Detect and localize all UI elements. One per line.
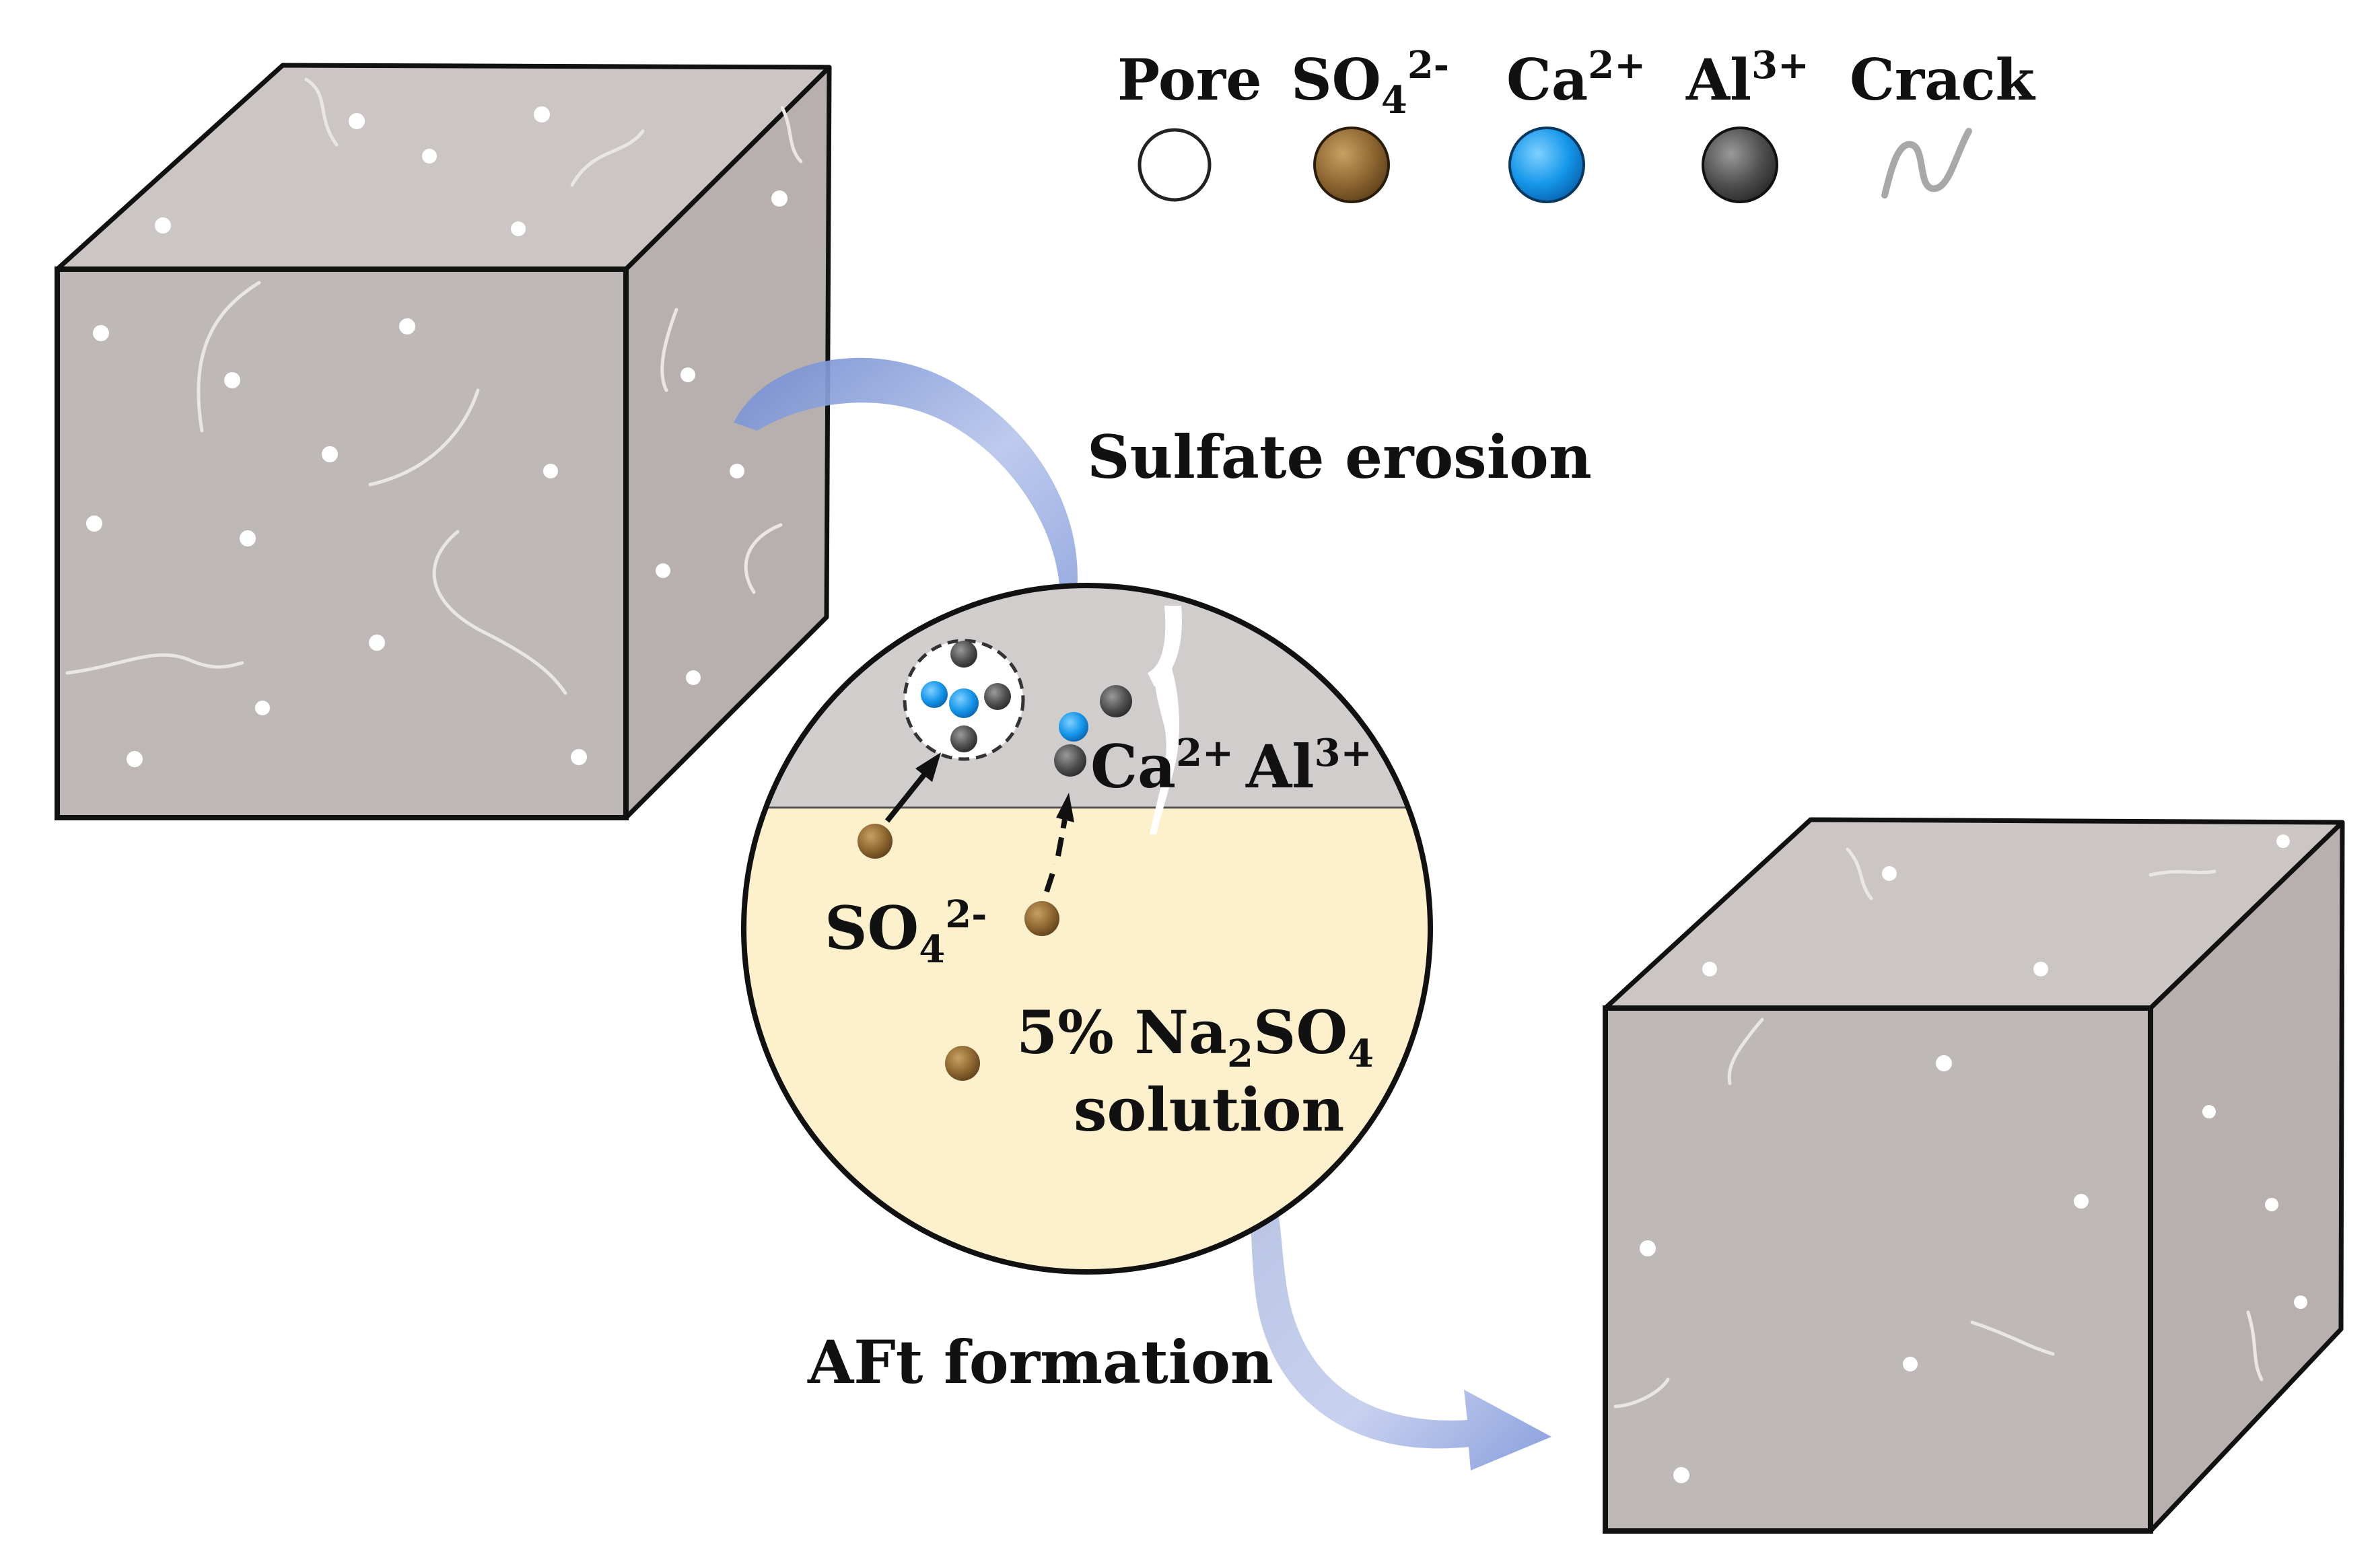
crack-icon — [1881, 128, 1972, 199]
calcium-ion — [1059, 712, 1088, 742]
aluminium-ion — [1054, 744, 1086, 777]
calcium-ion-icon — [1508, 127, 1585, 203]
sulfate-ion — [1024, 901, 1059, 936]
legend-label-pore: Pore — [1117, 46, 1262, 113]
aluminium-ion — [1100, 685, 1132, 717]
aft-cluster-ions — [921, 641, 1011, 752]
aluminium-ion-icon — [1702, 127, 1778, 203]
sulfate-migration-arrows — [884, 752, 1074, 893]
step-label-aft-formation: AFt formation — [807, 1327, 1273, 1397]
legend-label-calcium: Ca2+ — [1506, 43, 1646, 113]
legend: Pore SO42- Ca2+ Al3+ Crack — [1117, 43, 2036, 203]
zoom-circle: Ca2+Al3+ SO42- 5% Na2SO4 solution — [741, 583, 1433, 1275]
solution-label-line2: solution — [1074, 1075, 1344, 1145]
eroded-concrete-cube — [1603, 817, 2345, 1534]
step-label-sulfate-erosion: Sulfate erosion — [1087, 422, 1592, 492]
ions-released-label: Ca2+Al3+ — [1090, 731, 1372, 801]
aft-formation-arrow — [1235, 1151, 1551, 1470]
sulfate-ion — [858, 824, 893, 859]
sulfate-ion-label: SO42- — [825, 892, 987, 972]
cube-front-face — [55, 266, 629, 820]
cube-front-face — [1603, 1005, 2153, 1534]
sulfate-ion — [945, 1046, 980, 1081]
intact-concrete-cube — [55, 63, 832, 820]
legend-label-sulfate: SO42- — [1291, 43, 1449, 122]
pores — [1640, 834, 2307, 1483]
pore-icon — [1138, 128, 1212, 202]
pores — [86, 106, 788, 767]
cracks — [65, 77, 803, 695]
legend-label-crack: Crack — [1850, 46, 2036, 113]
solution-label-line1: 5% Na2SO4 — [1016, 997, 1374, 1076]
sulfate-ion-icon — [1313, 127, 1390, 203]
micro-crack — [1150, 666, 1179, 834]
legend-label-aluminium: Al3+ — [1685, 43, 1809, 113]
cracks — [1613, 847, 2264, 1409]
